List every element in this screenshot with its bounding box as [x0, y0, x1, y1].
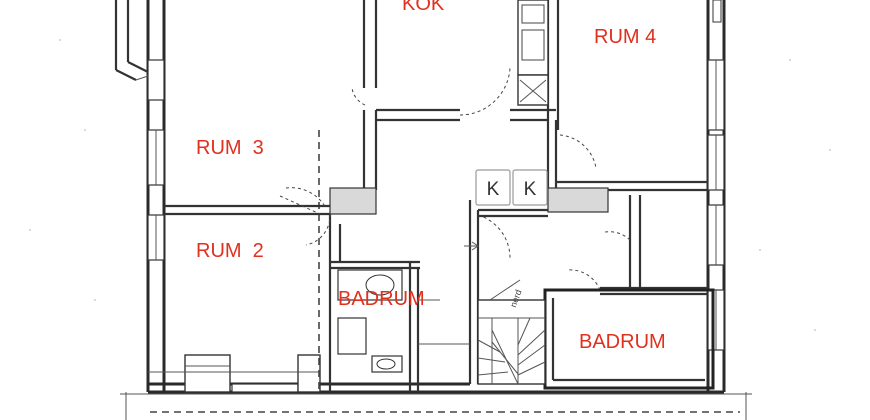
outer-wall-right: [706, 0, 726, 392]
closet-block: [478, 120, 609, 218]
room-label-badrum-right: BADRUM: [579, 331, 666, 353]
outer-wall-left: [146, 0, 166, 392]
right-section-walls: [556, 180, 708, 296]
outer-wall-bottom: [148, 354, 724, 394]
entry-arrow: [464, 241, 479, 251]
room-label-kok: KÖK: [402, 0, 445, 15]
room-label-badrum-left: BADRUM: [338, 288, 425, 310]
room-label-rum2: RUM 2: [196, 240, 264, 262]
bathroom-left-fixtures: [337, 269, 470, 373]
key-box-2: K: [512, 169, 548, 206]
key-label-2: K: [524, 179, 537, 200]
paper-specks: [29, 39, 831, 331]
key-box-1: K: [475, 169, 511, 206]
room-label-rum4: RUM 4: [594, 26, 656, 48]
room-label-rum3: RUM 3: [196, 137, 264, 159]
kitchen-counter: [517, 0, 549, 106]
balcony-left: [114, 0, 149, 81]
terrace-outline: [120, 392, 752, 420]
staircase: [477, 279, 546, 385]
key-label-1: K: [487, 179, 500, 200]
hall-walls: [305, 187, 511, 392]
wall-rum3-rum2: [164, 187, 330, 216]
